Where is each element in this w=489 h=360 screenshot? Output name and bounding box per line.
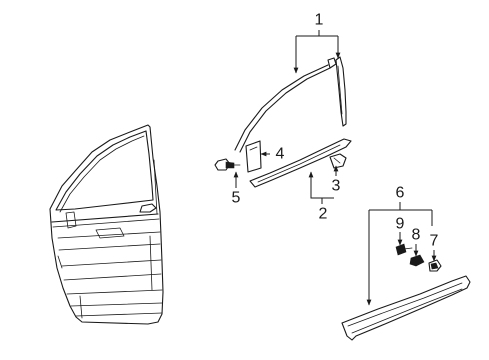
window-frame-molding <box>234 57 337 153</box>
callout-4: 4 <box>276 146 285 163</box>
callout-5: 5 <box>232 190 241 207</box>
callout-9: 9 <box>396 216 405 233</box>
screw-clip-9 <box>395 243 413 256</box>
callout-2: 2 <box>319 206 328 223</box>
clip-7 <box>428 259 442 272</box>
molding-clip <box>214 158 241 171</box>
sash-garnish <box>245 140 262 173</box>
grommet-8 <box>409 254 425 267</box>
belt-clip <box>329 153 347 169</box>
callout-3: 3 <box>332 178 341 195</box>
callout-6: 6 <box>396 185 405 202</box>
belt-molding <box>249 138 352 188</box>
leader-lines <box>233 30 437 306</box>
callout-7: 7 <box>430 233 439 250</box>
callout-8: 8 <box>412 227 421 244</box>
pillar-garnish <box>335 56 347 127</box>
front-door-shell <box>49 124 164 325</box>
callout-1: 1 <box>315 12 324 29</box>
door-protector-molding <box>341 275 471 341</box>
